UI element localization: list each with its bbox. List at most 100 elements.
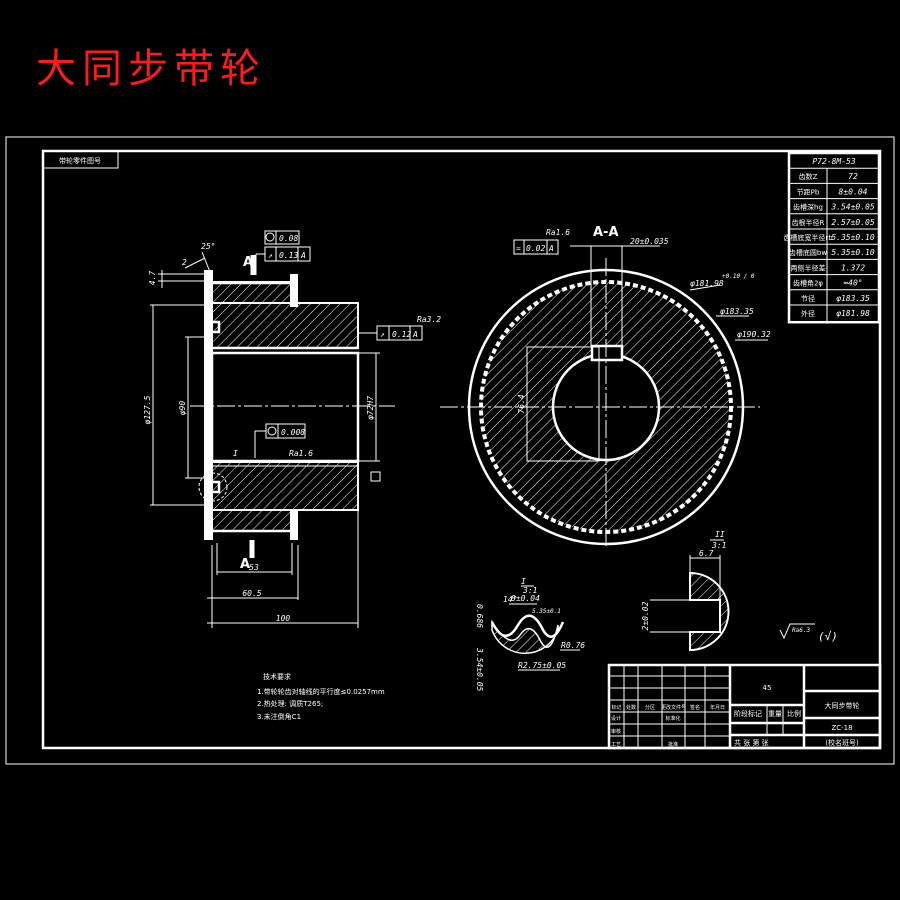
title-block-row-label: 审核 — [611, 728, 621, 735]
title-block-label: 分区 — [645, 704, 655, 711]
approve-label: 批准 — [668, 741, 678, 748]
detail-i-tag: I — [521, 577, 526, 586]
detail-tag-side: I — [233, 449, 238, 458]
hub-lower — [211, 461, 359, 511]
title-block-label: 处数 — [626, 704, 636, 711]
roughness-bore: Ra1.6 — [289, 449, 313, 458]
title-block-label: 更改文件号 — [661, 704, 686, 711]
dim-100: 100 — [276, 614, 291, 623]
dim-outer-flange: φ190.32 — [737, 330, 771, 339]
side-view: φ127.5 φ90 φ72H7 4.7 2 25° 53 60.5 100 A… — [143, 230, 441, 628]
dim-60-5: 60.5 — [242, 589, 261, 598]
circularity-icon — [265, 232, 275, 242]
dim-hub: φ90 — [178, 401, 187, 416]
weight-label: 重量 — [768, 710, 782, 718]
front-view: 20±0.035 76.4 A-A = 0.02 A Ra1.6 φ181.98… — [440, 225, 771, 548]
gtol-right-datum: A — [412, 330, 418, 339]
hub-upper — [211, 302, 359, 349]
chamfer-angle: 25° — [201, 242, 215, 251]
title-block-row-label: 工艺 — [611, 742, 621, 748]
tooth-detail: I 3:1 14° 8±0.04 5.35±0.1 0.686 3.54±0.0… — [475, 577, 585, 692]
dim-flange: 4.7 — [148, 271, 157, 286]
material: 45 — [763, 684, 772, 692]
gear-table-value: ≈40° — [843, 279, 862, 288]
section-label: A-A — [593, 225, 619, 240]
gear-table-label: 齿根半径R — [792, 218, 825, 227]
key-height: 2±0.02 — [641, 601, 650, 630]
gear-table-label: 节距Pb — [797, 188, 820, 196]
dim-pitch: φ183.35 — [720, 307, 754, 316]
flange-right-top — [290, 274, 298, 307]
roughness-note: Ra6.3 — [792, 627, 810, 634]
gear-table-label: 齿数Z — [799, 172, 818, 181]
gear-table-label: 齿槽角2φ — [793, 279, 823, 288]
parallelism-icon: = — [516, 244, 521, 253]
gear-table-label: 两侧半径差 — [791, 263, 826, 272]
company: (校名班号) — [825, 738, 859, 747]
runout-icon: ↗ — [268, 251, 273, 260]
gear-table-value: 1.372 — [841, 263, 865, 272]
roughness-other: (√) — [818, 630, 838, 643]
key-width: 6.7 — [699, 549, 714, 558]
drawing-title: 大同步带轮 — [36, 46, 266, 92]
gear-table-label: 齿槽深hg — [793, 203, 823, 212]
flange-left — [204, 270, 213, 540]
title-block-label: 年月日 — [710, 704, 725, 711]
tech-item-1: 1.带轮轮齿对轴线的平行度≤0.0257mm — [257, 687, 385, 696]
runout-icon-right: ↗ — [380, 330, 385, 339]
std-label: 标准化 — [665, 715, 680, 722]
sheet-label: 共 张 第 张 — [734, 738, 769, 747]
gear-table-value: 2.57±0.05 — [831, 218, 875, 227]
title-block-label: 签名 — [690, 704, 700, 711]
chamfer-dim: 2 — [182, 258, 187, 267]
dim-53: 53 — [249, 563, 259, 572]
section-marker-top: A — [243, 255, 253, 270]
detail-ii-scale: 3:1 — [711, 541, 726, 550]
cylindricity-icon — [267, 426, 277, 436]
detail-radius-1: R0.76 — [561, 641, 585, 650]
tech-heading: 技术要求 — [263, 672, 291, 681]
bore — [210, 351, 360, 463]
corner-label: 带轮零件图号 — [59, 156, 101, 165]
drawing-no: ZC-18 — [831, 724, 852, 732]
gear-table-label: 齿槽底圆bw — [789, 248, 827, 257]
part-name: 大同步带轮 — [825, 701, 860, 710]
gear-table-value: 72 — [848, 172, 858, 181]
dim-bore: φ72H7 — [366, 396, 375, 420]
keyway-depth: 76.4 — [517, 394, 526, 413]
title-block-label: 标记 — [611, 704, 621, 711]
gear-table-value: φ181.98 — [836, 309, 870, 318]
title-block-row-label: 设计 — [611, 715, 621, 722]
gear-table-label: 外径 — [801, 309, 815, 318]
rim-upper — [211, 281, 293, 304]
tech-item-3: 3.未注倒角C1 — [257, 712, 301, 721]
gtol-front-value: 0.02 — [526, 244, 545, 253]
detail-angle: 14° — [503, 595, 517, 604]
gear-table-label: 齿槽底宽半径rb — [783, 233, 833, 242]
gear-table-header: P72-8M-53 — [812, 157, 856, 166]
title-block: 标记处数 分区更改文件号签名 年月日设计审核工艺 标准化批准 45 大同步带轮 ZC-… — [607, 663, 882, 750]
tech-item-2: 2.热处理: 调质T265; — [257, 699, 323, 708]
detail-depth: 0.686 — [475, 604, 484, 628]
roughness-icon — [779, 623, 815, 640]
section-marker-bottom: A — [240, 557, 250, 572]
outer-frame — [5, 136, 895, 765]
detail-pitch: 8±0.04 — [511, 594, 540, 603]
detail-ii-tag: II — [715, 530, 725, 539]
roughness-front: Ra1.6 — [546, 228, 570, 237]
rim-lower — [211, 509, 293, 532]
gear-table-value: 3.54±0.05 — [830, 203, 875, 212]
datum-box — [370, 471, 381, 482]
scale-label: 比例 — [787, 709, 801, 718]
dim-od-tol: +0.10 / 0 — [722, 273, 755, 280]
detail-groove-depth: 3.54±0.05 — [475, 647, 484, 692]
key-detail: 6.7 2±0.02 II 3:1 — [641, 530, 730, 652]
dim-od: φ181.98 — [690, 279, 724, 288]
dim-outer: φ127.5 — [143, 395, 152, 424]
gear-table-value: 5.35±0.10 — [831, 248, 875, 257]
keyway-width: 20±0.035 — [630, 237, 669, 246]
gtol-front-datum: A — [548, 244, 554, 253]
gear-table-label: 节径 — [801, 294, 815, 303]
